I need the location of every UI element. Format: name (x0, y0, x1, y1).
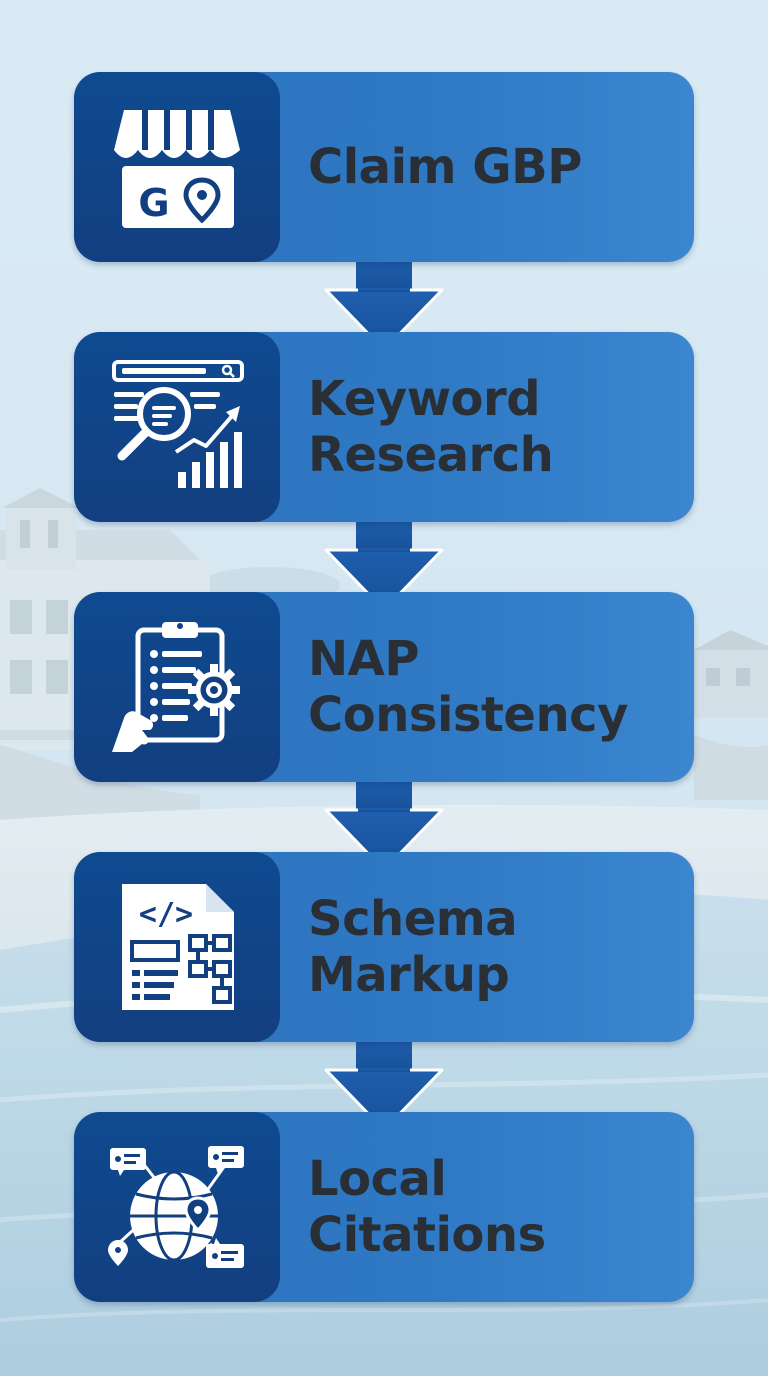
clipboard-gear-icon (112, 622, 240, 752)
step-label: Claim GBP (308, 72, 678, 262)
storefront-g-pin-icon: G (114, 110, 240, 228)
step-claim-gbp: G Claim GBP (74, 72, 694, 262)
step-label: Local Citations (308, 1112, 678, 1302)
step-label-line: Local (308, 1151, 447, 1207)
step-label: Schema Markup (308, 852, 678, 1042)
svg-text:</>: </> (139, 897, 193, 932)
step-label-line: Schema (308, 891, 518, 947)
step-label-line: NAP (308, 631, 420, 687)
step-nap-consistency: NAP Consistency (74, 592, 694, 782)
step-label: NAP Consistency (308, 592, 678, 782)
icon-tile: G (74, 72, 280, 262)
step-schema-markup: </> (74, 852, 694, 1042)
step-label-line: Research (308, 427, 554, 483)
svg-text:G: G (138, 181, 169, 225)
step-keyword-research: Keyword Research (74, 332, 694, 522)
magnifier-chart-icon (112, 360, 244, 488)
icon-tile (74, 592, 280, 782)
step-label: Keyword Research (308, 332, 678, 522)
step-label-line: Claim GBP (308, 139, 582, 195)
code-document-icon: </> (122, 884, 234, 1010)
icon-tile (74, 332, 280, 522)
icon-tile: </> (74, 852, 280, 1042)
step-label-line: Consistency (308, 687, 628, 743)
globe-pins-icon (108, 1146, 244, 1268)
icon-tile (74, 1112, 280, 1302)
step-label-line: Markup (308, 947, 510, 1003)
step-label-line: Keyword (308, 371, 541, 427)
step-local-citations: Local Citations (74, 1112, 694, 1302)
step-label-line: Citations (308, 1207, 546, 1263)
